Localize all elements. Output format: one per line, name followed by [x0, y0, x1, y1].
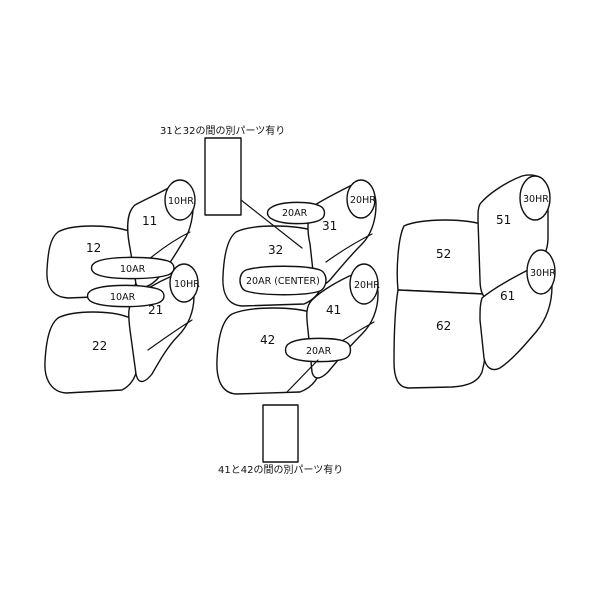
note-bottom: 41と42の間の別パーツ有り [218, 463, 343, 476]
separate-part-bottom-leader [286, 359, 319, 393]
label-42: 42 [260, 333, 275, 347]
part-30hr-top-shape [519, 175, 551, 221]
label-20ar-center: 20AR (CENTER) [246, 276, 320, 287]
left-seat-group [44, 179, 199, 394]
right-seat-group [393, 174, 556, 389]
label-22: 22 [92, 339, 107, 353]
label-10ar-bottom: 10AR [110, 292, 136, 303]
label-12: 12 [86, 241, 101, 255]
part-20ar-bottom-shape [284, 337, 352, 363]
label-30hr-top: 30HR [523, 194, 549, 205]
part-42-shape [216, 307, 322, 395]
label-20hr-top: 20HR [350, 195, 376, 206]
separate-part-top [204, 137, 303, 249]
label-10hr-bottom: 10HR [174, 279, 200, 290]
part-22-shape [44, 311, 139, 394]
part-10hr-bottom-shape [169, 263, 199, 303]
label-30hr-bottom: 30HR [530, 268, 556, 279]
label-10ar-top: 10AR [120, 264, 146, 275]
middle-seat-group [216, 179, 379, 395]
part-30hr-bottom-shape [526, 249, 556, 295]
label-52: 52 [436, 247, 451, 261]
label-62: 62 [436, 319, 451, 333]
part-10hr-top-shape [164, 179, 196, 221]
separate-part-top-leader [240, 199, 303, 249]
label-51: 51 [496, 213, 511, 227]
part-20hr-top-shape [346, 179, 376, 219]
separate-part-bottom [262, 359, 319, 463]
part-20ar-center-shape [239, 265, 327, 296]
label-10hr-top: 10HR [168, 196, 194, 207]
label-11: 11 [142, 214, 157, 228]
part-20ar-top-shape [266, 201, 326, 225]
label-21: 21 [148, 303, 163, 317]
part-62-shape [393, 289, 488, 389]
label-31: 31 [322, 219, 337, 233]
label-20hr-bottom: 20HR [354, 280, 380, 291]
part-10ar-top-shape [90, 256, 175, 280]
part-31-fold [325, 233, 373, 263]
note-top: 31と32の間の別パーツ有り [160, 124, 285, 137]
part-10ar-bottom-shape [86, 284, 165, 308]
label-20ar-top: 20AR [282, 208, 308, 219]
separate-part-bottom-box [262, 404, 299, 463]
part-21-fold [147, 319, 193, 351]
label-32: 32 [268, 243, 283, 257]
separate-part-top-box [204, 137, 242, 216]
part-20hr-bottom-shape [349, 263, 379, 305]
label-20ar-bottom: 20AR [306, 346, 332, 357]
label-61: 61 [500, 289, 515, 303]
label-41: 41 [326, 303, 341, 317]
labels: 31と32の間の別パーツ有り 41と42の間の別パーツ有り 10HR 11 12… [86, 124, 556, 476]
